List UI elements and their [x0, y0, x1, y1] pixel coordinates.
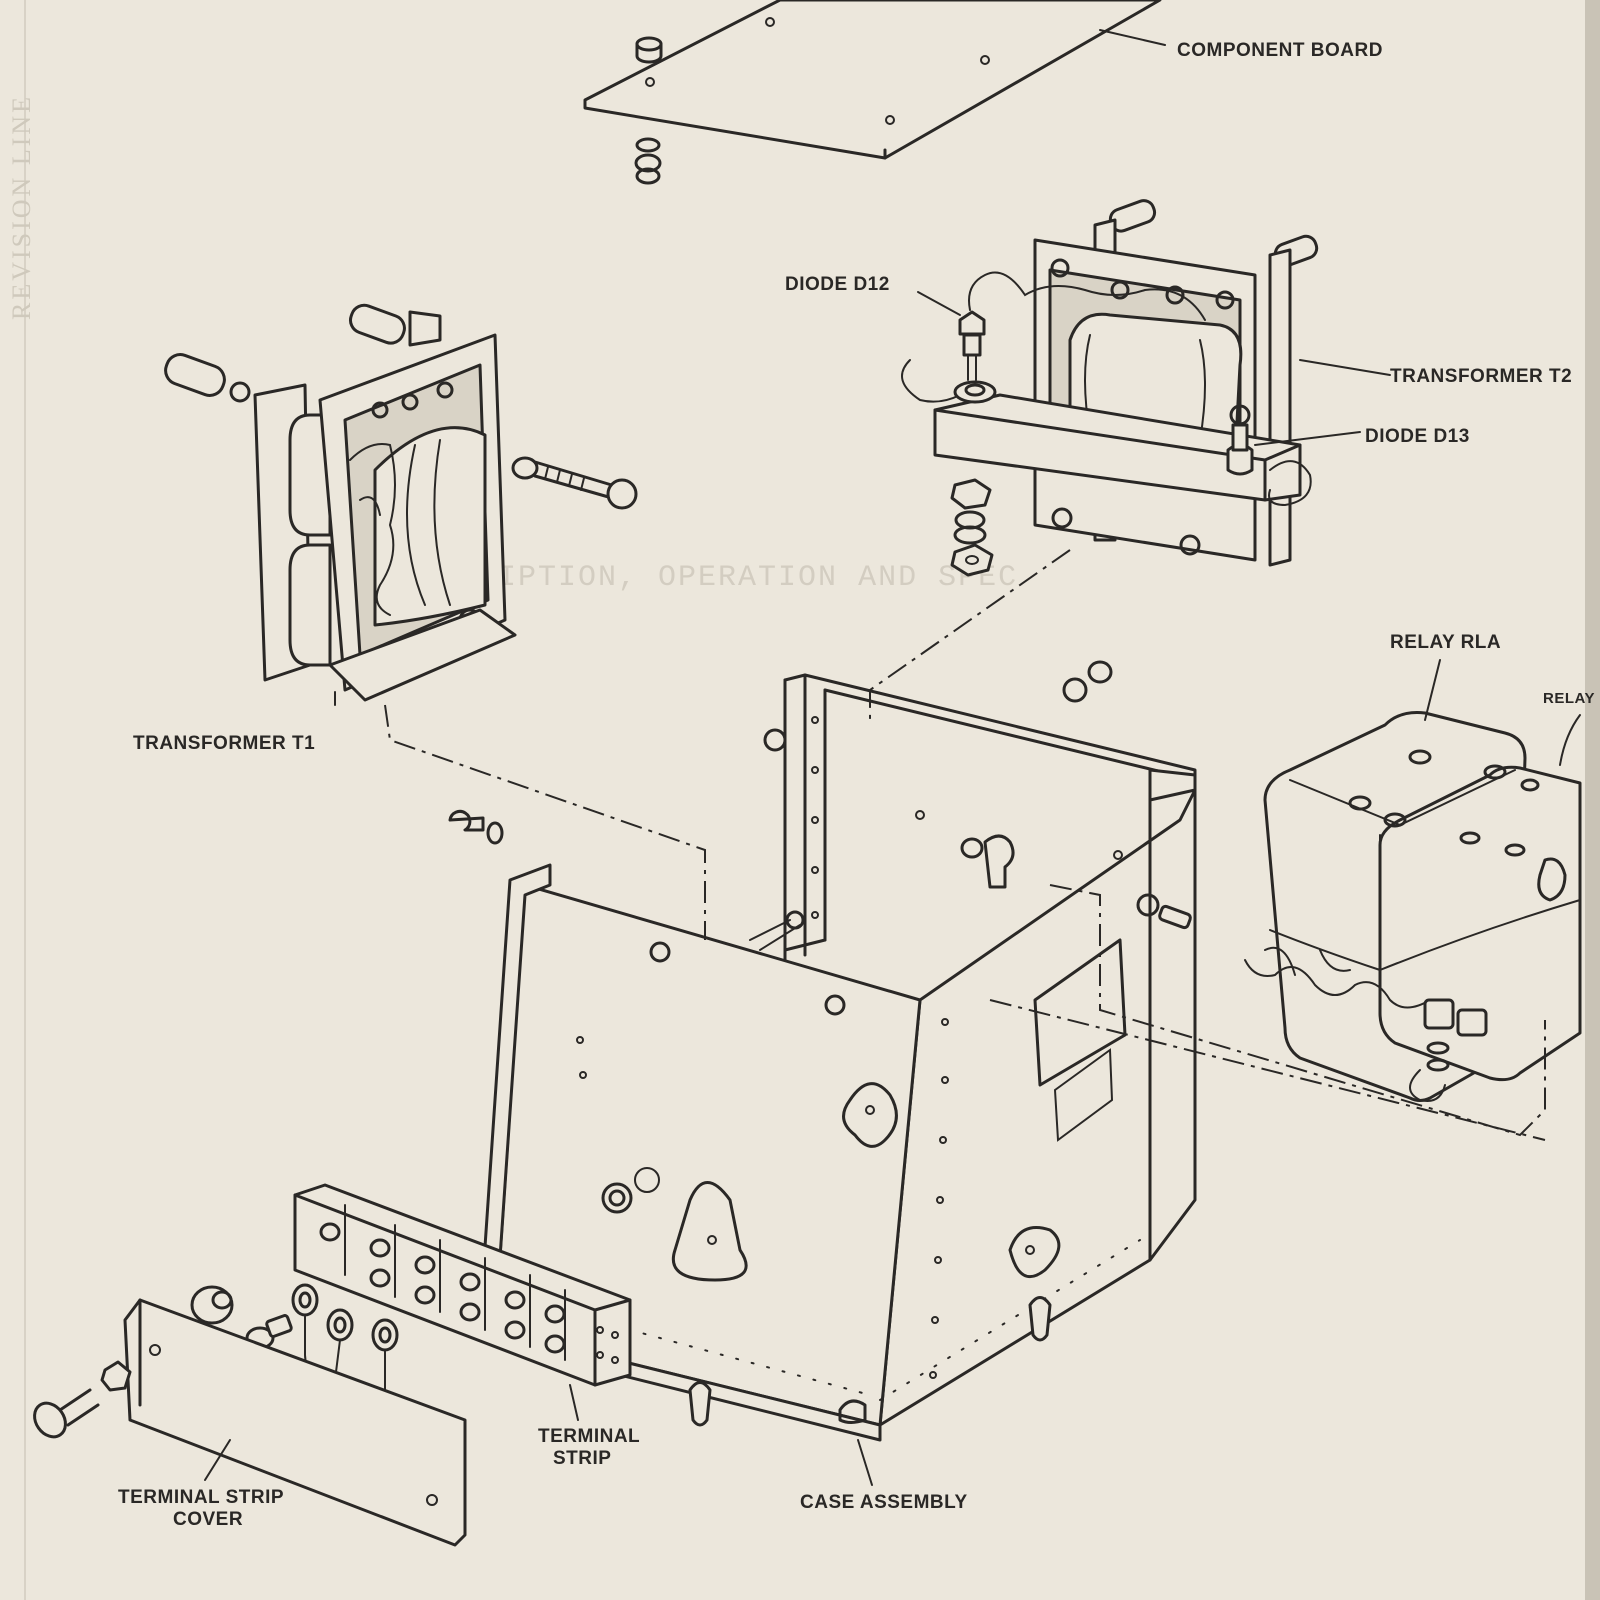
page-edge-shadow	[1585, 0, 1600, 1600]
label-terminal-strip-cover-line1: TERMINAL STRIP	[118, 1487, 284, 1508]
terminal-strip-cover	[33, 1298, 467, 1547]
label-terminal-strip-line2: STRIP	[553, 1448, 611, 1469]
relay-assembly	[1244, 659, 1582, 1102]
label-case-assembly: CASE ASSEMBLY	[800, 1492, 968, 1513]
label-diode-d12: DIODE D12	[785, 274, 890, 295]
label-terminal-strip-line1: TERMINAL	[538, 1426, 640, 1447]
label-terminal-strip-cover-line2: COVER	[173, 1509, 243, 1530]
transformer-t2	[901, 199, 1391, 577]
label-transformer-t2: TRANSFORMER T2	[1390, 366, 1572, 387]
label-diode-d13: DIODE D13	[1365, 426, 1470, 447]
label-relay-rla: RELAY RLA	[1390, 632, 1501, 653]
assembly-centre-lines	[384, 549, 1546, 1141]
label-transformer-t1: TRANSFORMER T1	[133, 733, 315, 754]
component-board	[583, 0, 1166, 185]
label-relay-partial: RELAY	[1543, 690, 1595, 707]
transformer-t1	[164, 303, 638, 706]
terminal-strip	[293, 1183, 632, 1421]
label-component-board: COMPONENT BOARD	[1177, 40, 1383, 61]
margin-note: REVISION LINE	[7, 94, 36, 320]
